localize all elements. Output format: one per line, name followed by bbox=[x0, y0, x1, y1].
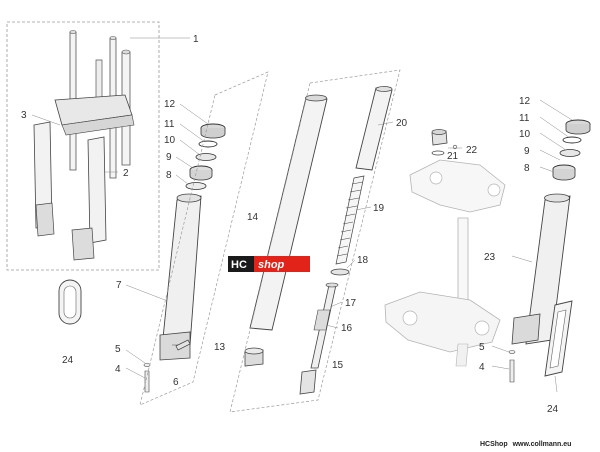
part-number: 11 bbox=[164, 119, 175, 130]
left-seal-stack bbox=[175, 103, 226, 190]
spring-panel bbox=[229, 69, 401, 413]
part-number: 21 bbox=[447, 151, 459, 162]
part-number: 4 bbox=[479, 362, 485, 373]
part-number: 22 bbox=[466, 145, 478, 156]
part-number: 9 bbox=[166, 152, 172, 163]
part-number: 10 bbox=[164, 135, 176, 146]
part-number: 1 bbox=[193, 34, 199, 45]
footer-brand: HCShop bbox=[480, 441, 508, 448]
part-number: 4 bbox=[115, 364, 121, 375]
right-seal-stack bbox=[539, 99, 591, 181]
logo-shop-text: shop bbox=[258, 259, 285, 271]
part-number: 7 bbox=[116, 280, 122, 291]
part-number: 5 bbox=[115, 344, 121, 355]
footer-watermark: HCShop www.collmann.eu bbox=[480, 441, 571, 448]
hcshop-logo: HC shop bbox=[228, 256, 310, 272]
dust-cover-left bbox=[58, 279, 82, 325]
part-number: 8 bbox=[166, 170, 172, 181]
part-number: 15 bbox=[332, 360, 344, 371]
part-number: 24 bbox=[547, 404, 559, 415]
part-number: 8 bbox=[524, 163, 530, 174]
part-number: 14 bbox=[247, 212, 259, 223]
part-number: 17 bbox=[345, 298, 357, 309]
footer-url: www.collmann.eu bbox=[512, 441, 572, 448]
part-number: 3 bbox=[21, 110, 27, 121]
part-number: 11 bbox=[519, 113, 530, 124]
part-number-labels: 1 2 3 4 5 6 7 8 9 10 11 12 13 14 15 16 1… bbox=[21, 34, 559, 415]
part-number: 12 bbox=[519, 96, 531, 107]
steering-stem-assembly bbox=[384, 159, 506, 367]
svg-text:HCShop www.collmann.eu: HCShop www.collmann.eu bbox=[480, 441, 571, 448]
part-number: 10 bbox=[519, 129, 531, 140]
part-number: 5 bbox=[479, 342, 485, 353]
part-number: 24 bbox=[62, 355, 74, 366]
part-number: 20 bbox=[396, 118, 408, 129]
part-number: 6 bbox=[173, 377, 179, 388]
assembled-fork-inset bbox=[6, 21, 190, 271]
logo-hc-text: HC bbox=[231, 259, 247, 271]
top-cap-bolt bbox=[431, 129, 462, 156]
left-fork-leg bbox=[125, 193, 202, 393]
right-fork-leg bbox=[491, 193, 571, 383]
part-number: 19 bbox=[373, 203, 385, 214]
part-number: 13 bbox=[214, 342, 226, 353]
part-number: 9 bbox=[524, 146, 530, 157]
part-number: 16 bbox=[341, 323, 353, 334]
dust-cover-right bbox=[544, 300, 573, 393]
part-number: 18 bbox=[357, 255, 369, 266]
part-number: 2 bbox=[123, 168, 129, 179]
part-number: 23 bbox=[484, 252, 496, 263]
part-number: 12 bbox=[164, 99, 176, 110]
